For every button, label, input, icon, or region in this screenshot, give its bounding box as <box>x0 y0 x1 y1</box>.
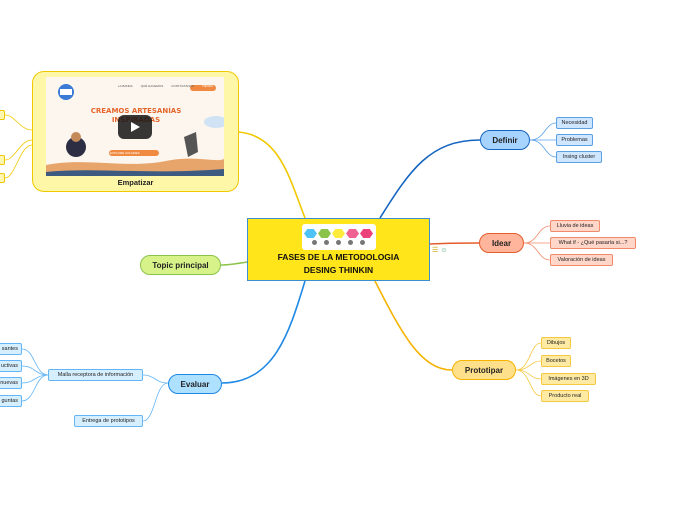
emoji-icon: ☺ <box>440 247 448 254</box>
prototipar-item-dibujos[interactable]: Dibujos <box>541 337 571 349</box>
hex-icon-4 <box>346 229 359 238</box>
idear-node[interactable]: Idear <box>479 233 524 253</box>
image-nav-3: CONTÁCTANOS <box>171 84 194 88</box>
central-title-line1: FASES DE LA METODOLOGIA <box>277 252 400 262</box>
definir-item-insing-cluster[interactable]: Insing cluster <box>556 151 602 163</box>
image-nav-4: TIENDA <box>201 84 213 88</box>
image-cta: EXPLORE COLORES <box>110 151 140 155</box>
gear-icon <box>360 240 365 245</box>
prototipar-node[interactable]: Prototipar <box>452 360 516 380</box>
evaluar-node[interactable]: Evaluar <box>168 374 222 394</box>
definir-item-problemas[interactable]: Problemas <box>556 134 593 146</box>
play-button[interactable] <box>118 115 152 139</box>
empatizar-leaf-2[interactable] <box>0 155 5 165</box>
definir-item-necesidad[interactable]: Necesidad <box>556 117 593 129</box>
notes-icons[interactable]: ☰ ☺ <box>432 246 447 254</box>
edge-evaluar <box>221 280 306 384</box>
evaluar-sub-item-1[interactable]: santes <box>0 343 22 355</box>
edge-idear <box>429 242 480 245</box>
prototipar-item-producto-real[interactable]: Producto real <box>541 390 589 402</box>
pencil-icon <box>348 240 353 245</box>
design-thinking-icons <box>301 224 376 250</box>
lightbulb-icon <box>336 240 341 245</box>
magnifier-icon <box>324 240 329 245</box>
image-nav-1: LA BANDA <box>118 84 133 88</box>
empatizar-video-thumbnail[interactable]: CREAMOS ARTESANÍAS INSPIRADAS LA BANDA Q… <box>46 77 224 176</box>
evaluar-item-malla[interactable]: Malla receptora de información <box>48 369 143 381</box>
hex-icon-3 <box>332 229 345 238</box>
hex-icon-5 <box>360 229 373 238</box>
empatizar-leaf-3[interactable] <box>0 173 5 183</box>
idear-item-valoracion[interactable]: Valoración de ideas <box>550 254 613 266</box>
central-topic[interactable]: FASES DE LA METODOLOGIA DESING THINKIN <box>247 218 430 281</box>
image-heading-1: CREAMOS ARTESANÍAS <box>90 107 182 115</box>
evaluar-sub-item-3[interactable]: nuevas <box>0 377 22 389</box>
heart-icon <box>312 240 317 245</box>
topic-principal-node[interactable]: Topic principal <box>140 255 221 275</box>
edge-prototipar <box>374 280 453 371</box>
central-title-line2: DESING THINKIN <box>303 265 374 275</box>
empatizar-leaf-1[interactable] <box>0 110 5 120</box>
prototipar-item-bocetos[interactable]: Bocetos <box>541 355 571 367</box>
image-nav-2: QUÉ HACEMOS <box>140 84 164 88</box>
prototipar-item-imagenes-3d[interactable]: Imágenes en 3D <box>541 373 596 385</box>
play-icon <box>131 122 140 132</box>
edge-topic <box>220 261 248 266</box>
image-nav: LA BANDA QUÉ HACEMOS CONTÁCTANOS TIENDA <box>118 84 213 88</box>
evaluar-item-entrega[interactable]: Entrega de prototipos <box>74 415 143 427</box>
idear-item-lluvia[interactable]: Lluvia de ideas <box>550 220 600 232</box>
idear-item-what-if[interactable]: What if - ¿Qué pasaría si...? <box>550 237 636 249</box>
empatizar-label: Empatizar <box>117 178 154 187</box>
edge-empatizar <box>237 131 306 219</box>
hex-icon-2 <box>318 229 331 238</box>
evaluar-sub-item-4[interactable]: guntas <box>0 395 22 407</box>
hex-icon-1 <box>304 229 317 238</box>
list-icon: ☰ <box>432 247 439 254</box>
edge-definir <box>379 139 481 219</box>
definir-node[interactable]: Definir <box>480 130 530 150</box>
evaluar-sub-item-2[interactable]: uctivas <box>0 360 22 372</box>
